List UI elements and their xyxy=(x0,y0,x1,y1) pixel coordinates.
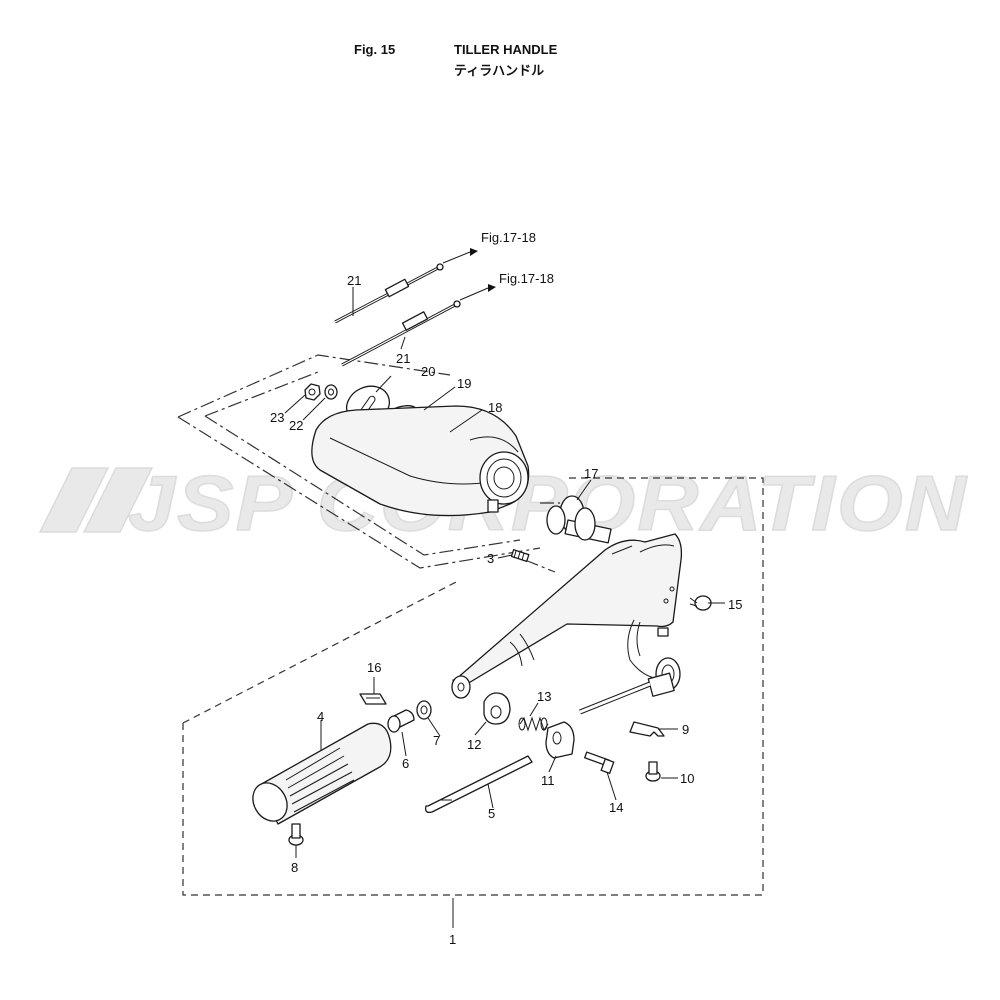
callout-21-upper: 21 xyxy=(347,273,361,288)
callout-21-lower: 21 xyxy=(396,351,410,366)
callout-16: 16 xyxy=(367,660,381,675)
tiller-arm xyxy=(451,533,683,699)
handle-bracket-housing xyxy=(311,405,530,517)
nut-23 xyxy=(304,383,321,401)
spring-13 xyxy=(518,716,549,732)
callout-12: 12 xyxy=(467,737,481,752)
upper-group-outline-inner xyxy=(204,371,319,417)
callout-8: 8 xyxy=(291,860,298,875)
callout-13: 13 xyxy=(537,689,551,704)
label-plate-16 xyxy=(359,693,387,705)
callout-20: 20 xyxy=(421,364,435,379)
throttle-grip-4 xyxy=(252,722,392,825)
pivot-bracket-17 xyxy=(546,495,612,544)
stop-switch-assembly xyxy=(579,657,681,715)
lock-plate-9 xyxy=(629,721,665,737)
callout-7: 7 xyxy=(433,733,440,748)
fig-ref-lower: Fig.17-18 xyxy=(499,271,554,286)
throttle-cable-upper xyxy=(334,248,478,324)
clamp-11 xyxy=(545,721,575,759)
figure-references: Fig.17-18 Fig.17-18 xyxy=(481,230,554,286)
upper-group-outline-outer xyxy=(177,354,451,418)
callout-10: 10 xyxy=(680,771,694,786)
callout-4: 4 xyxy=(317,709,324,724)
friction-knob-15 xyxy=(689,595,712,611)
header: Fig. 15 TILLER HANDLE ティラハンドル xyxy=(0,0,1000,90)
callout-1: 1 xyxy=(449,932,456,947)
callout-11: 11 xyxy=(541,773,555,788)
figure-subtitle: ティラハンドル xyxy=(454,63,545,78)
guide-12 xyxy=(483,692,511,725)
figure-number: Fig. 15 xyxy=(354,42,396,57)
bolt-14 xyxy=(584,751,615,774)
callout-19: 19 xyxy=(457,376,471,391)
callout-labels: 21 21 20 19 18 23 22 17 3 15 16 4 13 9 1… xyxy=(270,273,742,947)
callout-5: 5 xyxy=(488,806,495,821)
figure-title: TILLER HANDLE xyxy=(454,42,558,57)
bolt-3-guide-line xyxy=(524,559,556,573)
throttle-shaft-5 xyxy=(424,755,533,814)
group-boundaries xyxy=(177,354,764,896)
washer-22 xyxy=(324,384,338,400)
assembly-1-boundary xyxy=(182,477,764,896)
callout-9: 9 xyxy=(682,722,689,737)
bolt-3 xyxy=(510,549,530,562)
upper-group-outline-outer-2 xyxy=(177,416,541,569)
callout-15: 15 xyxy=(728,597,742,612)
callout-23: 23 xyxy=(270,410,284,425)
screw-10 xyxy=(645,761,661,782)
watermark-logo-icon xyxy=(38,467,154,533)
bushing-7 xyxy=(416,700,432,720)
assembly-1-boundary-diagonal xyxy=(182,579,461,724)
callout-22: 22 xyxy=(289,418,303,433)
callout-14: 14 xyxy=(609,800,623,815)
callout-3: 3 xyxy=(487,551,494,566)
fig-ref-upper: Fig.17-18 xyxy=(481,230,536,245)
upper-group-outline-inner-2 xyxy=(204,415,521,556)
screw-8 xyxy=(288,823,304,846)
callout-17: 17 xyxy=(584,466,598,481)
callout-18: 18 xyxy=(488,400,502,415)
callout-6: 6 xyxy=(402,756,409,771)
sleeve-6 xyxy=(387,709,415,733)
throttle-cable-lower xyxy=(341,284,496,367)
leader-lines xyxy=(284,287,725,928)
